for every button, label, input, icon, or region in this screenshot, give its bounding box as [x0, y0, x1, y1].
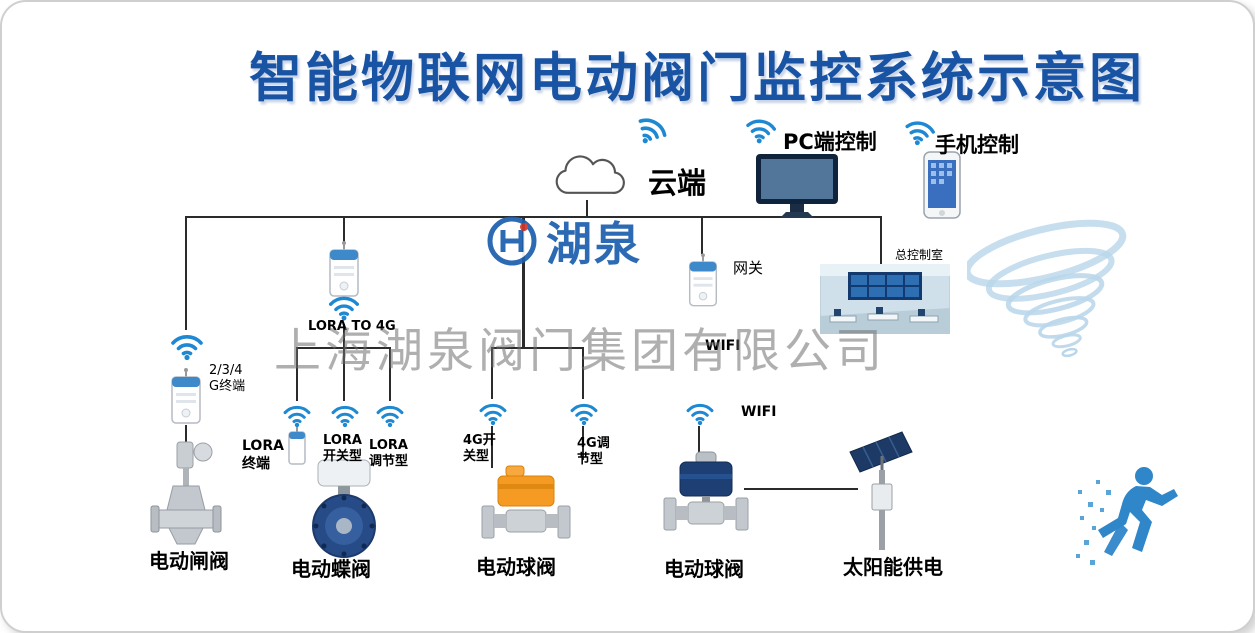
lora-regulate-label: LORA 调节型	[369, 438, 409, 470]
connector-line-gateway-drop	[701, 216, 703, 254]
wifi-icon	[476, 397, 510, 426]
terminal-device-icon	[166, 366, 206, 426]
connector-line-lora-branch1	[296, 347, 298, 401]
lora-switch-label: LORA 开关型	[323, 433, 363, 465]
wifi-icon	[373, 399, 407, 428]
cloud-icon	[544, 144, 630, 202]
wifi-icon	[683, 397, 717, 426]
connector-line-center-drop	[522, 216, 525, 348]
solar-power-label: 太阳能供电	[843, 555, 943, 579]
huquan-logo-icon	[487, 216, 537, 266]
solar-panel-image	[842, 426, 922, 550]
wifi-icon	[626, 104, 678, 153]
wifi-label-lower: WIFI	[741, 404, 777, 420]
control-room-photo	[819, 263, 951, 335]
pc-control-label: PC端控制	[783, 130, 877, 154]
gateway-label: 网关	[733, 259, 764, 277]
mobile-control-label: 手机控制	[935, 133, 1019, 157]
wifi-icon	[898, 110, 942, 149]
connector-line-terminal-valve-link	[185, 425, 187, 449]
connector-line-solar-link	[744, 488, 858, 490]
connector-line-lora-drop	[343, 216, 345, 244]
control-room-label: 总控制室	[895, 248, 944, 262]
wifi-label-mid: WIFI	[705, 338, 741, 354]
page-title: 智能物联网电动阀门监控系统示意图	[249, 48, 1145, 109]
connector-line-4g-split	[491, 347, 584, 349]
huquan-logo-watermark: 湖泉	[486, 208, 642, 274]
connector-line-lora-branch2	[343, 347, 345, 401]
gate-valve-label: 电动闸阀	[149, 549, 229, 573]
ball-valve-1-label: 电动球阀	[476, 555, 556, 579]
wifi-icon	[280, 399, 314, 428]
gateway-device-icon	[684, 252, 722, 308]
lora-terminal-label: LORA 终端	[242, 438, 284, 472]
connector-line-4g-valve-link	[491, 426, 493, 468]
electric-butterfly-valve-image	[300, 458, 388, 560]
connector-line-terminal-drop	[185, 216, 187, 330]
electric-gate-valve-image	[147, 440, 233, 548]
4g-switch-label: 4G开 关型	[463, 433, 496, 465]
wifi-icon	[740, 110, 782, 147]
butterfly-valve-label: 电动蝶阀	[291, 557, 371, 581]
connector-line-lora-stem	[343, 324, 345, 348]
company-watermark: 上海湖泉阀门集团有限公司	[274, 326, 886, 378]
wifi-icon	[167, 327, 207, 361]
connector-line-4g-branch1	[491, 347, 493, 399]
connector-line-wifi-valve-link	[698, 426, 700, 456]
4g-regulate-label: 4G调 节型	[577, 436, 610, 468]
lora-to-4g-label: LORA TO 4G	[308, 319, 396, 334]
connector-line-bus	[186, 216, 882, 218]
lora-to-4g-device-icon	[324, 240, 364, 298]
swirl-graphic	[963, 212, 1147, 397]
connector-line-4g-regulate-link	[582, 426, 584, 460]
connector-line-room-drop	[880, 216, 882, 266]
connector-line-lora-branch3	[389, 347, 391, 401]
electric-ball-valve-1-image	[476, 462, 576, 550]
smartphone-icon	[922, 150, 962, 220]
monitor-icon	[754, 152, 840, 222]
cloud-label: 云端	[648, 166, 707, 200]
connector-line-cloud-drop	[586, 200, 588, 217]
runner-graphic	[1070, 460, 1190, 580]
wifi-icon	[325, 289, 363, 321]
wifi-icon	[328, 399, 362, 428]
logo-text: 湖泉	[546, 217, 642, 271]
ball-valve-2-label: 电动球阀	[664, 557, 744, 581]
terminal-234g-label: 2/3/4 G终端	[209, 363, 246, 395]
electric-ball-valve-2-image	[660, 450, 752, 550]
lora-terminal-device-icon	[287, 426, 307, 466]
wifi-icon	[567, 397, 601, 426]
connector-line-4g-branch2	[582, 347, 584, 399]
